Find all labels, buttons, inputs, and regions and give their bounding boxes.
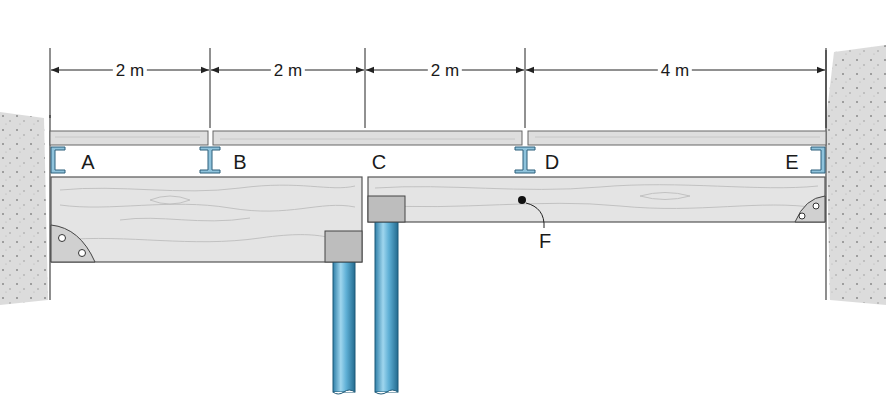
- right-wall: [826, 45, 886, 305]
- columns: [325, 196, 405, 394]
- point-label: E: [782, 152, 801, 172]
- point-label: D: [542, 152, 562, 172]
- stringers: [51, 147, 825, 173]
- point-label: B: [230, 152, 249, 172]
- left-wall: [0, 112, 48, 305]
- leader-line: [526, 203, 544, 228]
- deck-planks: [50, 131, 826, 145]
- point-label: F: [536, 231, 554, 251]
- dimension-label: 2 m: [113, 62, 147, 79]
- wood-beams: [51, 177, 825, 262]
- wall-brackets: [51, 196, 825, 262]
- dimension-lines: [50, 48, 826, 128]
- dimension-label: 2 m: [271, 62, 305, 79]
- dimension-label: 4 m: [658, 62, 692, 79]
- point-label: C: [369, 152, 389, 172]
- point-marker: [518, 196, 526, 204]
- dimension-label: 2 m: [428, 62, 462, 79]
- point-label: A: [78, 152, 97, 172]
